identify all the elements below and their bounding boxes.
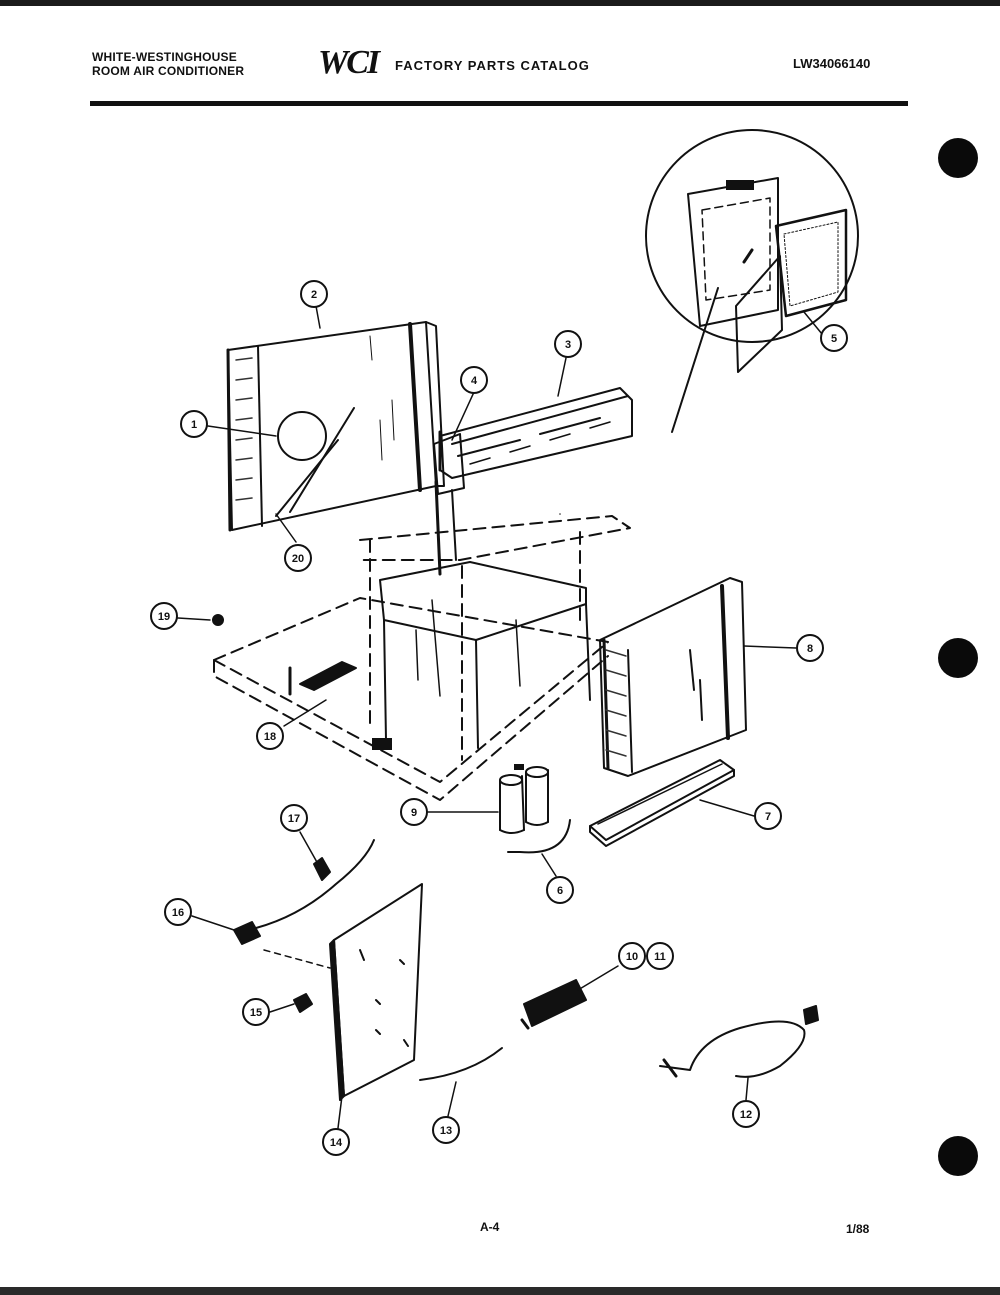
catalog-title: FACTORY PARTS CATALOG — [395, 58, 590, 73]
callout-12: 12 — [732, 1100, 760, 1128]
callout-2: 2 — [300, 280, 328, 308]
callout-3: 3 — [554, 330, 582, 358]
svg-text:8: 8 — [807, 643, 813, 655]
brand-name: WHITE-WESTINGHOUSE — [92, 50, 237, 64]
control-panel — [329, 883, 423, 1101]
svg-text:9: 9 — [411, 807, 417, 819]
svg-text:2: 2 — [311, 289, 317, 301]
svg-text:17: 17 — [288, 813, 300, 825]
svg-text:1: 1 — [191, 419, 197, 431]
callout-20: 20 — [284, 544, 312, 572]
scan-top-edge — [0, 0, 1000, 6]
callout-10: 10 — [618, 942, 646, 970]
callout-19: 19 — [150, 602, 178, 630]
svg-text:10: 10 — [626, 951, 638, 963]
callout-5: 5 — [820, 324, 848, 352]
callout-1: 1 — [180, 410, 208, 438]
blower-housing — [433, 387, 633, 495]
page-code: A-4 — [480, 1220, 500, 1234]
callout-18: 18 — [256, 722, 284, 750]
brand-block: WHITE-WESTINGHOUSE ROOM AIR CONDITIONER — [92, 50, 322, 78]
scan-bottom-edge — [0, 1287, 1000, 1295]
filter-detail-inset — [645, 129, 859, 433]
wci-logo: WCI — [318, 44, 380, 81]
thermistor-wire — [419, 1047, 503, 1081]
svg-text:14: 14 — [330, 1137, 343, 1149]
selector-switch — [233, 839, 375, 945]
capacitor-wire-harness — [507, 819, 571, 854]
binder-hole-top — [938, 138, 978, 178]
callout-16: 16 — [164, 898, 192, 926]
center-enclosure — [372, 480, 591, 750]
svg-text:13: 13 — [440, 1125, 452, 1137]
svg-text:4: 4 — [471, 375, 478, 387]
svg-text:3: 3 — [565, 339, 571, 351]
leader-lines — [177, 305, 823, 1129]
svg-text:16: 16 — [172, 907, 184, 919]
terminal-block — [520, 979, 587, 1030]
chassis-base — [213, 515, 631, 801]
svg-text:11: 11 — [654, 951, 666, 963]
mounting-screw — [212, 614, 224, 626]
condenser-coil — [599, 577, 747, 777]
callout-11: 11 — [646, 942, 674, 970]
binder-hole-bottom — [938, 1136, 978, 1176]
svg-text:5: 5 — [831, 333, 837, 345]
callout-7: 7 — [754, 802, 782, 830]
callout-8: 8 — [796, 634, 824, 662]
svg-text:19: 19 — [158, 611, 170, 623]
catalog-number: LW34066140 — [793, 56, 871, 71]
callout-4: 4 — [460, 366, 488, 394]
supply-cord — [659, 1005, 819, 1078]
callout-14: 14 — [322, 1128, 350, 1156]
header-rule — [90, 101, 908, 106]
svg-text:6: 6 — [557, 885, 563, 897]
revision-date: 1/88 — [846, 1222, 870, 1236]
callout-9: 9 — [400, 798, 428, 826]
svg-text:18: 18 — [264, 731, 276, 743]
evaporator-coil — [226, 321, 445, 532]
callout-6: 6 — [546, 876, 574, 904]
svg-text:15: 15 — [250, 1007, 262, 1019]
svg-text:7: 7 — [765, 811, 771, 823]
product-line: ROOM AIR CONDITIONER — [92, 64, 245, 78]
fan-motor-bracket — [288, 661, 357, 696]
callout-17: 17 — [280, 804, 308, 832]
callout-15: 15 — [242, 998, 270, 1026]
svg-text:20: 20 — [292, 553, 304, 565]
callout-13: 13 — [432, 1116, 460, 1144]
svg-text:12: 12 — [740, 1109, 752, 1121]
binder-hole-middle — [938, 638, 978, 678]
run-capacitor — [499, 764, 549, 834]
drain-tray — [589, 759, 735, 847]
switch-knob — [293, 993, 313, 1013]
